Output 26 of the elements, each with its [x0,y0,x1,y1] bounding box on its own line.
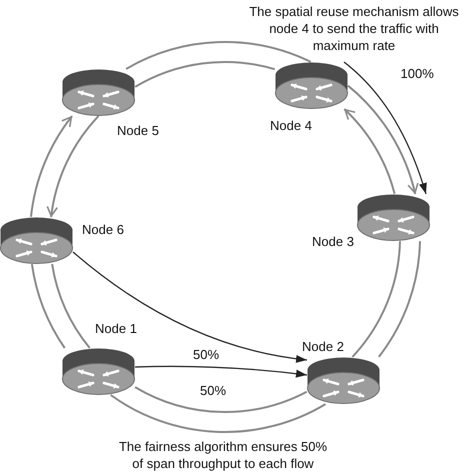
flow-arrow [72,252,308,363]
note-text: The fairness algorithm ensures 50% of span throughput to each flow [118,438,328,472]
ring-line [30,264,66,349]
node-label: Node 2 [302,339,344,354]
ring-arrow [347,84,418,194]
ring-line [126,41,312,70]
ring-line [352,241,401,358]
node-label: Node 6 [82,222,124,237]
node-label: Node 1 [95,321,137,336]
ring-line [378,241,421,358]
ring-line [134,61,276,88]
note-text: The spatial reuse mechanism allows node 4 to send the traffic with maximum rate [248,3,460,54]
flow-arrow [344,62,427,194]
ring-arrow [344,108,396,194]
flow-arrow [134,366,308,378]
ring-arrow [47,115,100,218]
node-label: Node 4 [270,118,312,133]
node-label: Node 5 [117,123,159,138]
node-label: Node 3 [312,234,354,249]
edge-label: 100% [398,66,436,80]
ring-arrow [30,116,73,218]
edge-label: 50% [191,346,222,362]
ring-line [110,394,326,433]
ring-line [51,264,90,349]
ring-line [134,386,308,413]
edge-label: 50% [198,382,228,398]
